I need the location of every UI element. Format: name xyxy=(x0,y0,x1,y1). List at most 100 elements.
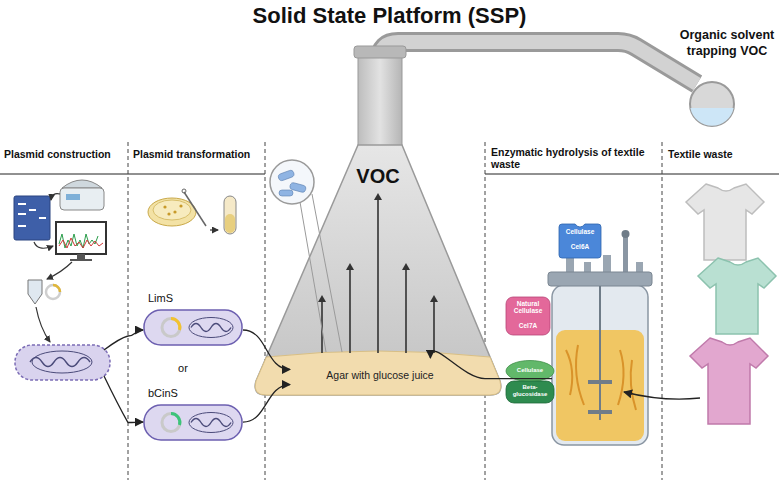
petri-agar xyxy=(153,200,191,220)
node-text: Beta-glucosidase xyxy=(506,384,554,397)
node-text: bCinS xyxy=(148,387,238,400)
vapour-arrow-head xyxy=(374,193,382,200)
gel-image xyxy=(14,196,50,240)
header-rule xyxy=(485,174,779,175)
node-text: Plasmid transformation xyxy=(133,148,263,160)
reactor-vessel xyxy=(552,285,648,445)
node-text: Cel6A xyxy=(558,243,602,250)
cell-membrane xyxy=(144,310,242,345)
chromosome xyxy=(30,358,90,367)
colony xyxy=(167,212,170,215)
step-arrow xyxy=(34,242,53,248)
step-arrow xyxy=(210,229,218,230)
section-panel: Enzymatic hydrolysis of textile wasteCel… xyxy=(485,142,662,480)
flask: VOCAgar with glucose juice xyxy=(252,145,504,397)
vapor-tube xyxy=(380,42,697,120)
enzyme-shape-outline xyxy=(505,360,555,404)
chromatogram-trace xyxy=(59,234,98,248)
section-divider xyxy=(128,142,129,480)
bacterium xyxy=(279,190,293,196)
pcr-display xyxy=(66,194,80,200)
node-text: Textile waste xyxy=(668,148,776,160)
node-text: Cel7A xyxy=(505,322,551,329)
pcr-machine xyxy=(60,188,104,210)
vapour-arrow xyxy=(433,301,435,353)
bacterium xyxy=(289,182,306,193)
enzyme-shape: CellulaseBeta-glucosidase xyxy=(505,360,555,404)
diagram-title: Solid State Platform (SSP) xyxy=(0,3,779,29)
leader-line xyxy=(104,376,128,423)
colony xyxy=(163,205,166,208)
petri-dish xyxy=(148,198,196,226)
plasmid-symbol xyxy=(162,319,180,337)
bacterium xyxy=(277,169,294,181)
section-divider xyxy=(485,142,486,480)
gel-band xyxy=(18,225,26,227)
vapour-arrow xyxy=(349,269,351,353)
chromatogram-trace xyxy=(59,238,103,248)
flow-arrow xyxy=(128,330,143,336)
section-divider xyxy=(265,142,266,480)
reactor-knob xyxy=(622,230,630,238)
plasmid-symbol xyxy=(162,414,180,432)
node-text: LimS xyxy=(148,292,238,305)
vapour-arrow-head xyxy=(430,295,438,302)
enzyme-domain xyxy=(506,381,554,403)
culture-tube xyxy=(224,196,236,234)
impeller-blade xyxy=(588,380,612,384)
chromosome xyxy=(189,318,233,338)
tshirt-pink xyxy=(690,338,768,424)
trap-solvent xyxy=(690,108,733,126)
section-panel: Plasmid transformationLimS bCinS xyxy=(128,142,265,480)
flask-neck xyxy=(358,52,402,148)
colony xyxy=(173,210,176,213)
inoculation-loop xyxy=(184,192,206,226)
vapour-arrow-head xyxy=(346,263,354,270)
gel-band xyxy=(39,217,46,219)
plasmid-gene xyxy=(171,319,180,331)
step-arrow xyxy=(36,307,50,342)
chromosome xyxy=(189,413,233,433)
step-arrow xyxy=(51,194,60,200)
node-text: Cellulase xyxy=(505,367,555,374)
node-text: VOC xyxy=(328,165,428,188)
flask-body xyxy=(255,145,501,395)
feed-arrow xyxy=(624,392,700,399)
enzyme-shape: CellulaseCel6A xyxy=(558,222,602,260)
reactor-rod xyxy=(623,236,628,274)
ecoli-cell xyxy=(15,345,110,380)
flow-arrow xyxy=(430,351,485,378)
vapour-arrow-head xyxy=(318,295,326,302)
monitor-stand xyxy=(77,254,85,259)
trap-label: Organic solvent trapping VOC xyxy=(676,28,778,59)
reactor-headplate xyxy=(548,272,652,286)
gel-band xyxy=(29,209,36,211)
header-rule xyxy=(0,174,265,175)
or-label: or xyxy=(168,362,198,374)
enzyme-shape-outline xyxy=(558,222,602,260)
vapor-tube xyxy=(380,42,697,120)
culture-liquid xyxy=(225,214,235,233)
vapour-arrow xyxy=(405,269,407,353)
bacterial-cell: bCinS xyxy=(143,385,243,443)
flow-arrow xyxy=(128,421,143,423)
trap-bulb xyxy=(690,82,734,126)
section-panel: Textile waste xyxy=(662,142,779,480)
flask-collar xyxy=(354,46,406,58)
flow-arrow xyxy=(243,385,290,423)
cell-membrane xyxy=(144,405,242,440)
impeller-shaft xyxy=(599,286,601,420)
sample-tube xyxy=(28,280,42,304)
tshirt xyxy=(686,184,764,260)
vapour-arrow xyxy=(377,199,379,353)
inoculation-loop xyxy=(182,189,186,193)
section-panel: Plasmid construction xyxy=(0,142,128,480)
tshirt-teal xyxy=(698,258,776,334)
sequencing-monitor xyxy=(56,222,106,254)
enzyme-domain xyxy=(506,361,554,382)
impeller-blade xyxy=(588,410,612,414)
plasmid-insert xyxy=(53,285,60,292)
bacterial-cell: LimS xyxy=(143,290,243,348)
